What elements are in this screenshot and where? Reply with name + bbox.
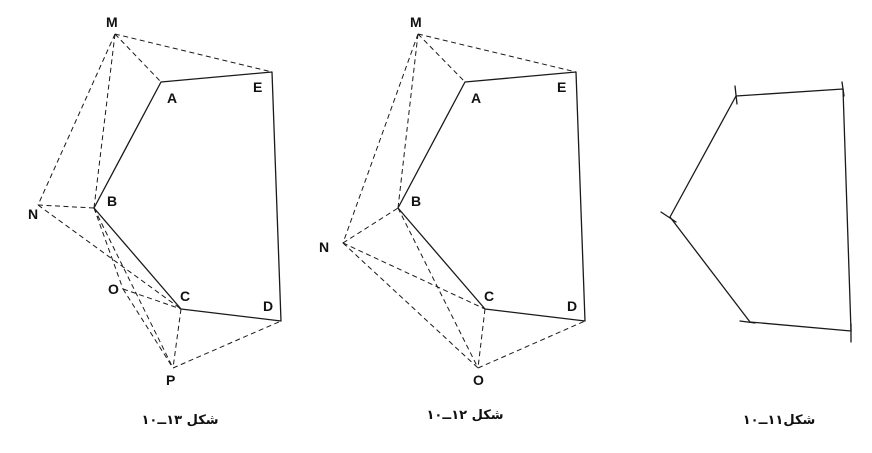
polygon-outline	[397, 71, 586, 322]
figure-caption: شکل ۱۳ــ۱۰	[141, 413, 218, 428]
point-label-e: E	[557, 79, 566, 95]
point-label-b: B	[107, 193, 117, 209]
figure-13-10: M A E N B O C D P شکل ۱۳ــ۱۰	[28, 14, 282, 428]
figure-caption: شکل ۱۲ــ۱۰	[426, 408, 503, 423]
polygon-outline	[93, 71, 282, 322]
point-label-n: N	[319, 239, 329, 255]
extension-strokes	[660, 81, 852, 343]
point-label-n: N	[28, 206, 38, 222]
point-label-d: D	[567, 298, 577, 314]
point-label-o: O	[108, 281, 119, 297]
point-label-a: A	[167, 90, 177, 106]
figure-11-10: شکل۱۱ــ۱۰	[660, 81, 852, 428]
construction-lines	[37, 33, 282, 369]
point-label-b: B	[411, 193, 421, 209]
point-label-p: P	[166, 372, 175, 388]
figure-caption: شکل۱۱ــ۱۰	[743, 413, 816, 428]
point-label-m: M	[106, 14, 118, 30]
polygon-outline	[669, 88, 852, 332]
point-label-m: M	[410, 14, 422, 30]
figure-12-10: M A E B N C D O شکل ۱۲ــ۱۰	[319, 14, 586, 423]
point-label-o: O	[473, 372, 484, 388]
point-label-a: A	[471, 90, 481, 106]
point-label-c: C	[484, 288, 494, 304]
construction-lines	[342, 33, 586, 369]
point-label-c: C	[180, 288, 190, 304]
point-label-d: D	[263, 298, 273, 314]
point-label-e: E	[253, 79, 262, 95]
